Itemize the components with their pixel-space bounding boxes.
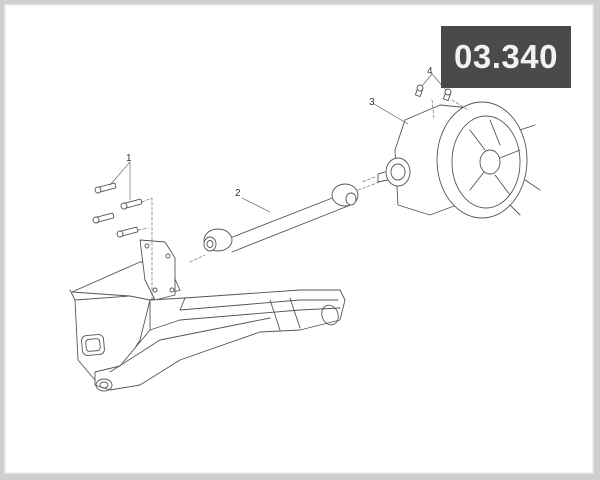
bolts-group — [92, 161, 153, 301]
callout-3: 3 — [369, 97, 375, 108]
swingarm — [69, 239, 346, 392]
section-code-badge: 03.340 — [441, 26, 571, 88]
callout-2: 2 — [235, 188, 241, 199]
drive-shaft — [189, 179, 386, 263]
callout-1: 1 — [126, 153, 132, 164]
screws-group — [414, 73, 469, 119]
final-drive-housing — [361, 101, 541, 219]
callout-4: 4 — [427, 66, 433, 77]
